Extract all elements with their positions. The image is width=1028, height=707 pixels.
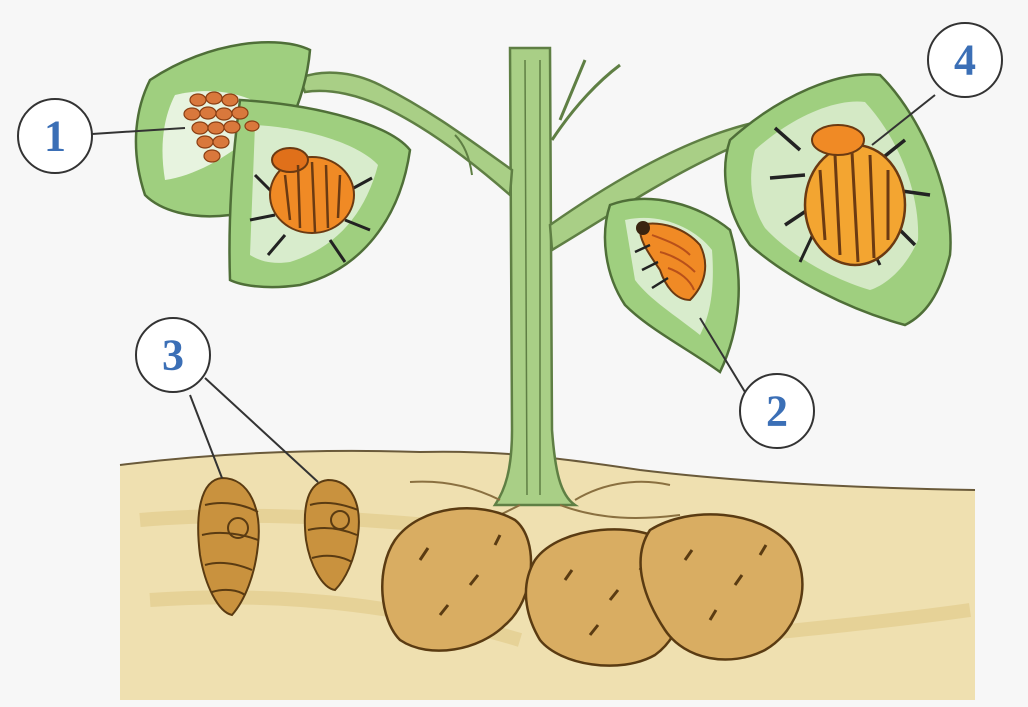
label-2: 2 <box>740 374 814 448</box>
label-2-text: 2 <box>766 387 788 436</box>
label-1: 1 <box>18 99 92 173</box>
label-4-text: 4 <box>954 36 976 85</box>
label-3-text: 3 <box>162 331 184 380</box>
label-3: 3 <box>136 318 210 392</box>
label-4: 4 <box>928 23 1002 97</box>
label-1-text: 1 <box>44 112 66 161</box>
